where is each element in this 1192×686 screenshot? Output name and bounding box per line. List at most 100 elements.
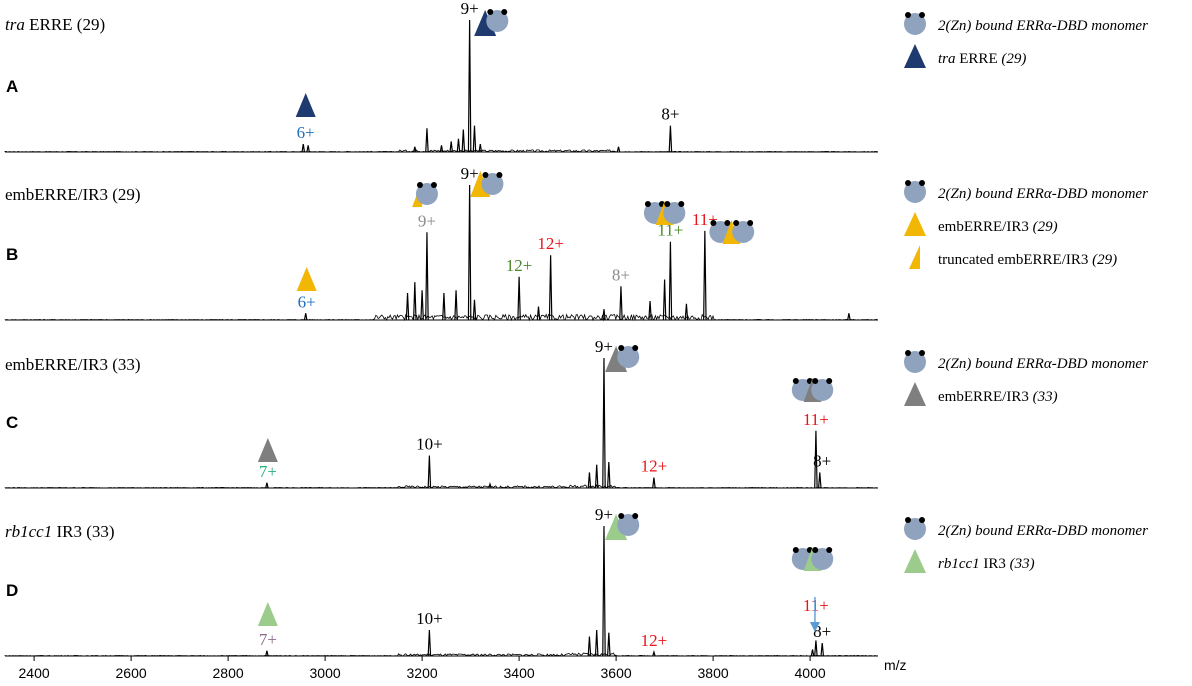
peak-charge-label: 8+: [612, 265, 630, 284]
spectrum-peak: [587, 636, 592, 657]
protein-monomer-icon: [486, 9, 509, 32]
panel-title: embERRE/IR3 (33): [5, 355, 141, 374]
legend-label: 2(Zn) bound ERRα-DBD monomer: [938, 523, 1148, 539]
peak-charge-label: 11+: [803, 410, 829, 429]
panel-title-rest: embERRE/IR3 (29): [5, 185, 141, 204]
spectrum-peak: [684, 303, 689, 321]
x-tick-label: 2800: [213, 665, 244, 681]
green-triangle-icon: [257, 602, 278, 626]
peak-charge-label: 12+: [641, 631, 668, 650]
spectrum-peak: [420, 290, 424, 321]
spectrum-peak: [301, 143, 306, 153]
peak-charge-label: 9+: [595, 337, 613, 356]
spectrum-peak: [306, 145, 310, 153]
panel-title: embERRE/IR3 (29): [5, 185, 141, 204]
peak-charge-label: 8+: [661, 105, 679, 124]
spectrum-noise: [4, 484, 878, 489]
spectrum-noise: [4, 652, 878, 657]
x-tick-label: 3400: [504, 665, 535, 681]
legend-label-rest: embERRE/IR3: [938, 389, 1033, 405]
spectrum-noise: [4, 313, 878, 322]
x-tick-label: 2400: [19, 665, 50, 681]
protein-monomer-icon: [617, 345, 640, 368]
spectrum-peak: [668, 241, 673, 321]
spectrum-peak: [303, 313, 308, 321]
spectrum-peak: [814, 430, 818, 489]
spectrum-peak: [265, 650, 269, 657]
spectrum-peak: [467, 184, 472, 321]
legend-label-tail: (33): [1033, 389, 1058, 405]
legend-label-italic: rb1cc1: [938, 556, 980, 572]
protein-monomer-icon: [481, 172, 504, 195]
legend-label-rest: ERRE: [956, 51, 1002, 67]
spectrum-peak: [405, 292, 410, 321]
spectrum-peak: [467, 19, 472, 153]
spectrum-peak: [472, 125, 477, 153]
panel-title-rest: IR3 (33): [52, 522, 114, 541]
spectrum-peak: [652, 477, 656, 489]
navy-triangle-icon: [904, 44, 926, 68]
legend-panel-b: 2(Zn) bound ERRα-DBD monomer embERRE/IR3 …: [904, 180, 1148, 269]
legend-label-tail: (29): [1001, 51, 1026, 67]
protein-monomer-icon: [904, 180, 926, 203]
legend-label: 2(Zn) bound ERRα-DBD monomer: [938, 186, 1148, 202]
protein-monomer-icon: [904, 350, 926, 373]
spectrum-peak: [427, 629, 432, 657]
spectrum-peak: [413, 282, 417, 321]
panel-title-rest: ERRE (29): [25, 15, 105, 34]
legend-label: embERRE/IR3 (29): [938, 219, 1058, 235]
spectrum-peak: [607, 632, 611, 657]
spectrum-peak: [703, 230, 707, 321]
protein-monomer-icon: [415, 182, 438, 205]
spectrum-peak: [548, 255, 553, 321]
truncated-yellow-triangle-icon: [909, 245, 920, 269]
spectrum-peak: [413, 146, 417, 153]
peak-charge-label: 6+: [297, 123, 315, 142]
spectrum-peak: [668, 125, 673, 153]
spectrum-peak: [602, 357, 606, 489]
gray-triangle-icon: [257, 438, 278, 462]
spectrum-peak: [425, 232, 429, 321]
peak-charge-label: 7+: [259, 630, 277, 649]
peak-charge-label: 9+: [595, 505, 613, 524]
spectrum-peak: [472, 299, 477, 321]
legend-label: truncated embERRE/IR3 (29): [938, 252, 1117, 268]
peak-charge-label: 7+: [259, 462, 277, 481]
navy-triangle-icon: [295, 93, 316, 117]
spectrum-peak: [847, 313, 851, 321]
legend-label: 2(Zn) bound ERRα-DBD monomer: [938, 18, 1148, 34]
x-axis-label: m/z: [884, 657, 907, 673]
protein-monomer-icon: [904, 517, 926, 540]
x-tick-label: 4000: [795, 665, 826, 681]
spectrum-peak: [536, 306, 541, 321]
spectrum-peak: [454, 290, 458, 321]
legend-panel-d: 2(Zn) bound ERRα-DBD monomer rb1cc1 IR3 (…: [904, 517, 1148, 573]
peak-charge-label: 6+: [298, 292, 316, 311]
spectrum-peak: [442, 292, 446, 321]
spectrum-annotations: [257, 9, 834, 632]
spectrum-peak: [820, 642, 825, 657]
legend-label-rest: embERRE/IR3: [938, 219, 1033, 235]
spectrum-peak: [607, 461, 611, 489]
spectrum-peak: [594, 629, 599, 657]
spectrum-peak: [587, 472, 592, 489]
panel-letter: B: [6, 245, 18, 264]
peak-charge-label: 11+: [657, 221, 683, 240]
spectrum-peak: [619, 286, 623, 321]
legend-label-tail: (29): [1092, 252, 1117, 268]
x-tick-label: 3800: [698, 665, 729, 681]
spectrum-peak: [648, 301, 652, 321]
protein-monomer-icon: [732, 220, 755, 243]
panel-letter: D: [6, 581, 18, 600]
spectrum-peak: [602, 309, 606, 321]
peak-charge-label: 10+: [416, 435, 443, 454]
legend-label: rb1cc1 IR3 (33): [938, 556, 1035, 572]
peak-charge-label: 11+: [803, 596, 829, 615]
spectrum-peak: [662, 279, 667, 321]
protein-monomer-icon: [811, 378, 834, 401]
